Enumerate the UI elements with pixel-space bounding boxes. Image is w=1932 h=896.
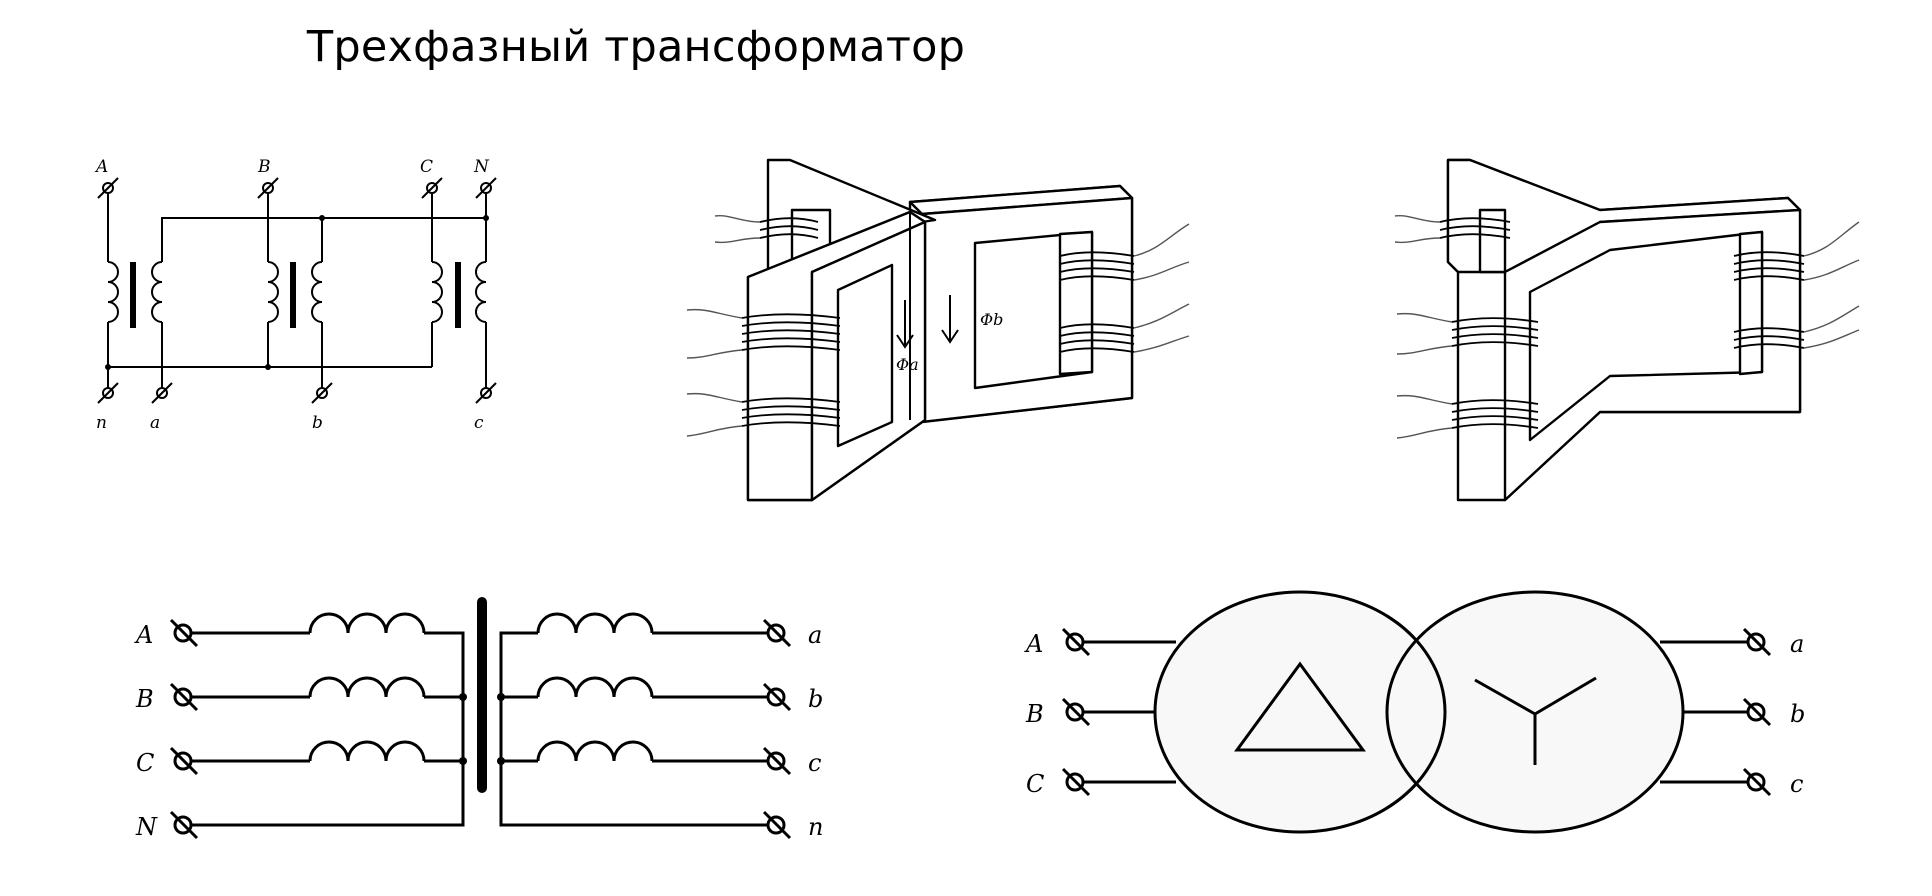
svg-text:a: a: [808, 621, 822, 649]
flux-arrow-b: Φb: [941, 295, 1003, 344]
coil-left-upper: [759, 217, 819, 239]
terminal-a-bottom: a: [150, 382, 173, 433]
winding-leads: [686, 214, 1190, 437]
svg-text:b: b: [808, 685, 823, 713]
wye-symbol: [1474, 676, 1597, 765]
terminal-N-top: N: [473, 157, 497, 199]
svg-text:A: A: [134, 621, 153, 649]
core-type-transformer-3d: Φa Φb: [686, 158, 1190, 502]
secondary-circle: [1385, 590, 1685, 834]
delta-symbol: [1234, 661, 1366, 752]
secondary-winding-a: a: [499, 612, 822, 793]
secondary-lead-a: a: [1660, 627, 1804, 658]
svg-text:c: c: [808, 749, 821, 777]
svg-text:b: b: [312, 413, 323, 433]
label-A: A: [94, 157, 108, 177]
svg-text:c: c: [1790, 770, 1803, 798]
transformer-phase-b: [267, 193, 323, 388]
coil-right: [1059, 251, 1135, 353]
svg-text:Φa: Φa: [896, 355, 919, 374]
svg-text:a: a: [150, 413, 160, 433]
primary-winding-B: B: [135, 676, 467, 713]
primary-winding-A: A: [134, 612, 465, 793]
winding-schematic: A B C N a b: [134, 597, 823, 841]
terminal-C-top: C: [420, 157, 443, 199]
primary-lead-A: A: [1024, 627, 1176, 658]
right-magnetic-frame: [908, 184, 1134, 424]
transformer-phase-c: [431, 193, 487, 388]
label-B: B: [257, 157, 271, 177]
terminal-b-bottom: b: [311, 382, 333, 433]
label-N: N: [473, 157, 490, 177]
secondary-lead-c: c: [1660, 767, 1803, 798]
y-core-body: [1446, 158, 1802, 502]
svg-text:C: C: [136, 749, 154, 777]
page-title: Трехфазный трансформатор: [306, 22, 966, 72]
svg-text:N: N: [135, 813, 158, 841]
coil-left-front: [741, 313, 841, 427]
y-core-leads: [1394, 214, 1860, 439]
delta-wye-symbol: A B C a b c: [1024, 590, 1805, 834]
terminal-n-bottom: n: [96, 382, 119, 433]
primary-neutral-N: N: [135, 793, 465, 841]
three-phase-y-core-3d: [1394, 158, 1860, 502]
transformer-phase-a: [107, 193, 163, 388]
secondary-lead-b: b: [1683, 697, 1805, 728]
core-bar: [477, 597, 487, 793]
svg-text:B: B: [135, 685, 154, 713]
svg-text:a: a: [1790, 630, 1804, 658]
secondary-neutral-n: n: [499, 793, 823, 841]
left-magnetic-frame: [746, 210, 927, 502]
svg-text:C: C: [1026, 770, 1044, 798]
svg-text:n: n: [808, 813, 823, 841]
label-C: C: [420, 157, 433, 177]
svg-text:n: n: [96, 413, 107, 433]
svg-text:B: B: [1025, 700, 1044, 728]
primary-winding-C: C: [136, 740, 467, 777]
terminal-c-bottom: c: [474, 382, 497, 433]
terminal-A-top: A: [94, 157, 119, 199]
secondary-winding-c: c: [497, 740, 821, 777]
interconnect-wires: [105, 215, 489, 370]
flux-arrow-a: Φa: [896, 300, 919, 374]
terminal-B-top: B: [257, 157, 279, 199]
primary-lead-B: B: [1025, 697, 1155, 728]
svg-text:Φb: Φb: [980, 310, 1003, 329]
svg-text:b: b: [1790, 700, 1805, 728]
secondary-winding-b: b: [497, 676, 823, 713]
primary-lead-C: C: [1026, 767, 1176, 798]
svg-text:A: A: [1024, 630, 1043, 658]
three-transformers-schematic: A B C N n a b c: [94, 157, 497, 433]
svg-text:c: c: [474, 413, 484, 433]
y-core-coils: [1439, 217, 1805, 429]
